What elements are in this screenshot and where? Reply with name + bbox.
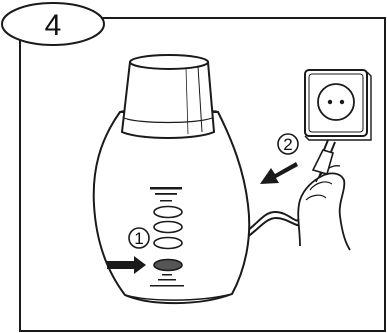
callout-1: 1 xyxy=(129,228,149,248)
mains-plug-icon xyxy=(313,140,335,174)
jar xyxy=(122,55,214,138)
callout-2: 2 xyxy=(278,134,298,154)
wall-socket-icon xyxy=(305,70,371,140)
hand-icon xyxy=(298,166,350,250)
setting-button-2 xyxy=(154,222,182,233)
step-badge: 4 xyxy=(2,3,104,45)
arrow-down-left-icon xyxy=(260,162,298,184)
callout-2-number: 2 xyxy=(283,135,292,154)
step-number: 4 xyxy=(45,9,62,42)
setting-button-1 xyxy=(154,207,182,218)
setting-button-3 xyxy=(154,238,182,249)
off-button xyxy=(154,260,182,271)
callout-1-number: 1 xyxy=(134,229,143,248)
